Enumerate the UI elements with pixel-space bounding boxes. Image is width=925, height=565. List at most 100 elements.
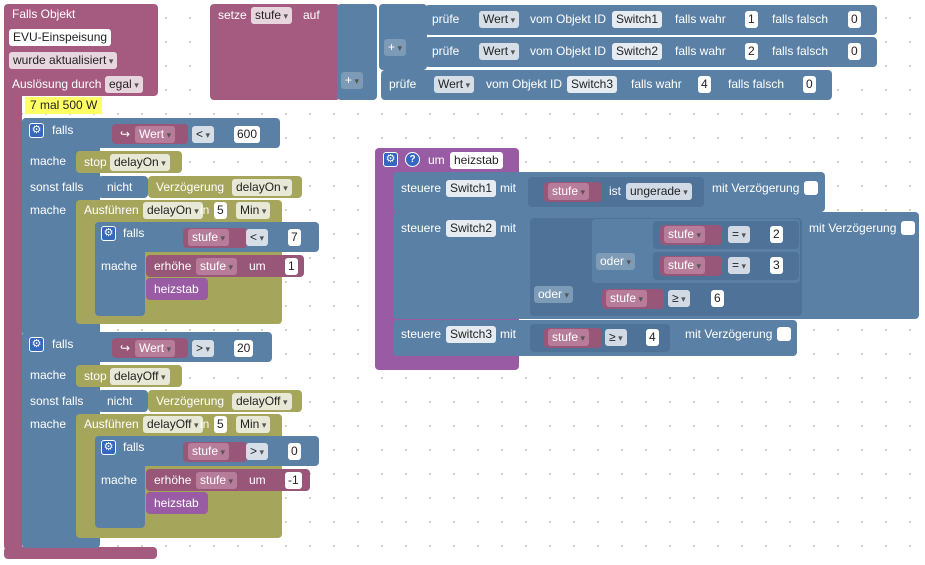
if-1-return-icon: ↪ — [120, 127, 131, 141]
control-2-c2-var-dropdown[interactable]: stufe — [664, 257, 706, 274]
if-2-erh-var-dropdown[interactable]: stufe — [196, 472, 238, 489]
check-2-prop-dropdown[interactable]: Wert — [479, 43, 520, 60]
if-1-erh-var-dropdown[interactable]: stufe — [196, 258, 238, 275]
plus-block-inner[interactable] — [379, 4, 427, 70]
check-1-prop-dropdown[interactable]: Wert — [479, 11, 520, 28]
if-1-inner-mache: mache — [101, 259, 138, 273]
if-2-verzoegerung: Verzögerung — [156, 394, 225, 408]
trigger-event-dropdown[interactable]: wurde aktualisiert — [9, 52, 118, 69]
if-1-exec-timer-dropdown[interactable]: delayOn — [143, 202, 203, 219]
if-1-not-block[interactable] — [98, 176, 148, 198]
check-3-mid: vom Objekt ID — [486, 77, 563, 91]
if-2-verz-timer-dropdown[interactable]: delayOff — [232, 393, 292, 410]
if-1-inner-value[interactable]: 7 — [288, 229, 301, 246]
if-2-unit-dropdown[interactable]: Min — [236, 416, 271, 433]
control-2-c1-value[interactable]: 2 — [770, 226, 783, 243]
control-2-or-outer-dropdown[interactable]: oder — [534, 286, 574, 303]
control-2-mit: mit — [500, 221, 516, 235]
if-1-wert-dropdown[interactable]: Wert — [135, 126, 176, 143]
control-3-var-dropdown[interactable]: stufe — [548, 329, 590, 346]
check-2-false-value[interactable]: 0 — [848, 43, 861, 60]
if-2-stop-timer-dropdown[interactable]: delayOff — [110, 368, 170, 385]
control-2-c2-value[interactable]: 3 — [770, 257, 783, 274]
if-1-unit-dropdown[interactable]: Min — [236, 202, 271, 219]
check-3-prop-dropdown[interactable]: Wert — [434, 76, 475, 93]
if-1-verz-timer-dropdown[interactable]: delayOn — [232, 179, 292, 196]
control-3-delay-checkbox[interactable] — [777, 327, 791, 341]
if-2-inner-mache: mache — [101, 473, 138, 487]
control-2-c3-value[interactable]: 6 — [711, 290, 724, 307]
control-1-steuere: steuere — [401, 181, 442, 195]
if-2-step-value[interactable]: -1 — [285, 472, 302, 489]
if-1-stop-timer-dropdown[interactable]: delayOn — [110, 154, 170, 171]
if-1-inner-var-dropdown[interactable]: stufe — [188, 229, 230, 246]
control-3-object-id[interactable]: Switch3 — [446, 326, 497, 343]
control-2-object-id[interactable]: Switch2 — [446, 220, 497, 237]
control-3-op-dropdown[interactable]: ≥ — [605, 329, 627, 346]
if-2-wert-dropdown[interactable]: Wert — [135, 340, 176, 357]
control-1-var-dropdown[interactable]: stufe — [548, 183, 590, 200]
function-gear-icon[interactable]: ⚙ — [383, 152, 398, 167]
set-label: setze — [218, 8, 247, 22]
if-2-inner-gear-icon[interactable]: ⚙ — [101, 440, 116, 455]
control-1-object-id[interactable]: Switch1 — [446, 180, 497, 197]
control-3-value[interactable]: 4 — [646, 329, 659, 346]
if-2-mache: mache — [30, 368, 67, 382]
if-2-sonst-falls: sonst falls — [30, 394, 84, 408]
if-1-inner-gear-icon[interactable]: ⚙ — [101, 226, 116, 241]
check-1-object-id[interactable]: Switch1 — [612, 11, 663, 28]
if-2-call-name: heizstab — [154, 496, 199, 510]
control-1-ist: ist — [609, 184, 621, 198]
check-1-true-value[interactable]: 1 — [745, 11, 758, 28]
check-3-false-value[interactable]: 0 — [803, 76, 816, 93]
if-2-inner-op-dropdown[interactable]: > — [246, 443, 269, 460]
control-2-c1-var-dropdown[interactable]: stufe — [664, 226, 706, 243]
if-2-exec-timer-dropdown[interactable]: delayOff — [143, 416, 203, 433]
if-2-inner-value[interactable]: 0 — [288, 443, 301, 460]
control-1-delay-checkbox[interactable] — [804, 181, 818, 195]
control-2-c3-var-dropdown[interactable]: stufe — [606, 290, 648, 307]
if-1-inner-falls: falls — [123, 226, 145, 240]
control-2-or-inner-dropdown[interactable]: oder — [596, 253, 636, 270]
check-3-object-id[interactable]: Switch3 — [567, 76, 618, 93]
if-1-mache-2: mache — [30, 203, 67, 217]
if-1-delay-value[interactable]: 5 — [214, 202, 227, 219]
control-2-c1-op-dropdown[interactable]: = — [728, 226, 751, 243]
control-2-c3-op-dropdown[interactable]: ≥ — [668, 290, 690, 307]
if-2-inner-var-dropdown[interactable]: stufe — [188, 443, 230, 460]
function-name-field[interactable]: heizstab — [450, 152, 503, 169]
check-2-true-value[interactable]: 2 — [745, 43, 758, 60]
check-1-mid: vom Objekt ID — [530, 12, 607, 26]
if-1-call-block[interactable] — [146, 278, 208, 300]
trigger-object-field[interactable]: EVU-Einspeisung — [9, 29, 112, 46]
function-help-icon[interactable]: ? — [405, 152, 420, 167]
if-2-erhoehe: erhöhe — [154, 473, 192, 487]
if-2-mache-2: mache — [30, 417, 67, 431]
if-2-gear-icon[interactable]: ⚙ — [29, 337, 44, 352]
plus-inner-button[interactable]: + — [384, 39, 407, 56]
plus-outer-button[interactable]: + — [341, 72, 364, 89]
if-1-erhoehe: erhöhe — [154, 259, 192, 273]
if-1-step-value[interactable]: 1 — [285, 258, 298, 275]
if-1-inner-op-dropdown[interactable]: < — [246, 229, 269, 246]
if-1-value[interactable]: 600 — [234, 126, 261, 143]
set-var-dropdown[interactable]: stufe — [251, 7, 293, 24]
trigger-by-dropdown[interactable]: egal — [105, 76, 143, 93]
if-1-op-dropdown[interactable]: < — [192, 126, 215, 143]
control-3-delay-label: mit Verzögerung — [685, 327, 773, 341]
if-2-delay-value[interactable]: 5 — [214, 416, 227, 433]
if-1-gear-icon[interactable]: ⚙ — [29, 123, 44, 138]
check-1-false-value[interactable]: 0 — [848, 11, 861, 28]
if-2-value[interactable]: 20 — [234, 340, 254, 357]
if-2-not-block[interactable] — [98, 390, 148, 412]
control-2-c2-op-dropdown[interactable]: = — [728, 257, 751, 274]
if-1-ausfuehren: Ausführen — [84, 203, 139, 217]
check-3-true-value[interactable]: 4 — [698, 76, 711, 93]
control-2-delay-checkbox[interactable] — [901, 221, 915, 235]
control-1-cond-dropdown[interactable]: ungerade — [626, 183, 692, 200]
if-2-stop: stop — [84, 369, 107, 383]
comment-bubble[interactable]: 7 mal 500 W — [25, 97, 103, 114]
if-2-call-block[interactable] — [146, 492, 208, 514]
if-2-op-dropdown[interactable]: > — [192, 340, 215, 357]
check-2-object-id[interactable]: Switch2 — [612, 43, 663, 60]
